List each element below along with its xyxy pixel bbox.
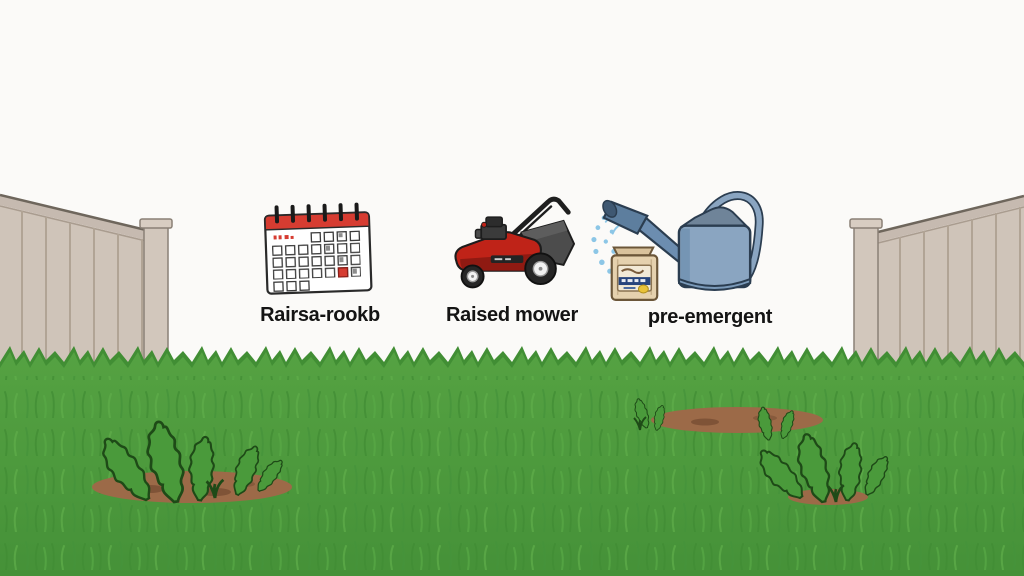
mower-engine	[474, 216, 507, 240]
mower-deck	[454, 230, 542, 272]
mower-handle	[497, 196, 571, 249]
fence-right-post-cap	[849, 218, 883, 229]
calendar-icon	[263, 202, 373, 295]
dirt-patch-right	[651, 407, 823, 433]
mower-rear-wheel	[524, 252, 557, 286]
watering-can-icon	[591, 191, 764, 301]
caption-calendar: Rairsa-rookb	[260, 304, 380, 326]
fertilizer-bag-icon	[610, 246, 659, 301]
watering-can-mound	[679, 206, 749, 227]
caption-mower: Raised mower	[445, 304, 578, 326]
calendar-day-grid	[271, 230, 362, 292]
watering-can-rose	[602, 199, 649, 236]
fence-left-post-cap	[139, 218, 173, 229]
calendar-month-marks	[273, 235, 294, 240]
calendar-binding-rings	[274, 202, 359, 224]
calendar-highlighted-day	[337, 267, 349, 278]
bag-label-garbled-text	[621, 279, 646, 283]
mower-front-wheel	[460, 264, 485, 289]
caption-pre-emergent: pre-emergent	[647, 306, 773, 328]
watering-can-body	[677, 224, 752, 291]
lawn-mower-icon	[454, 196, 575, 289]
